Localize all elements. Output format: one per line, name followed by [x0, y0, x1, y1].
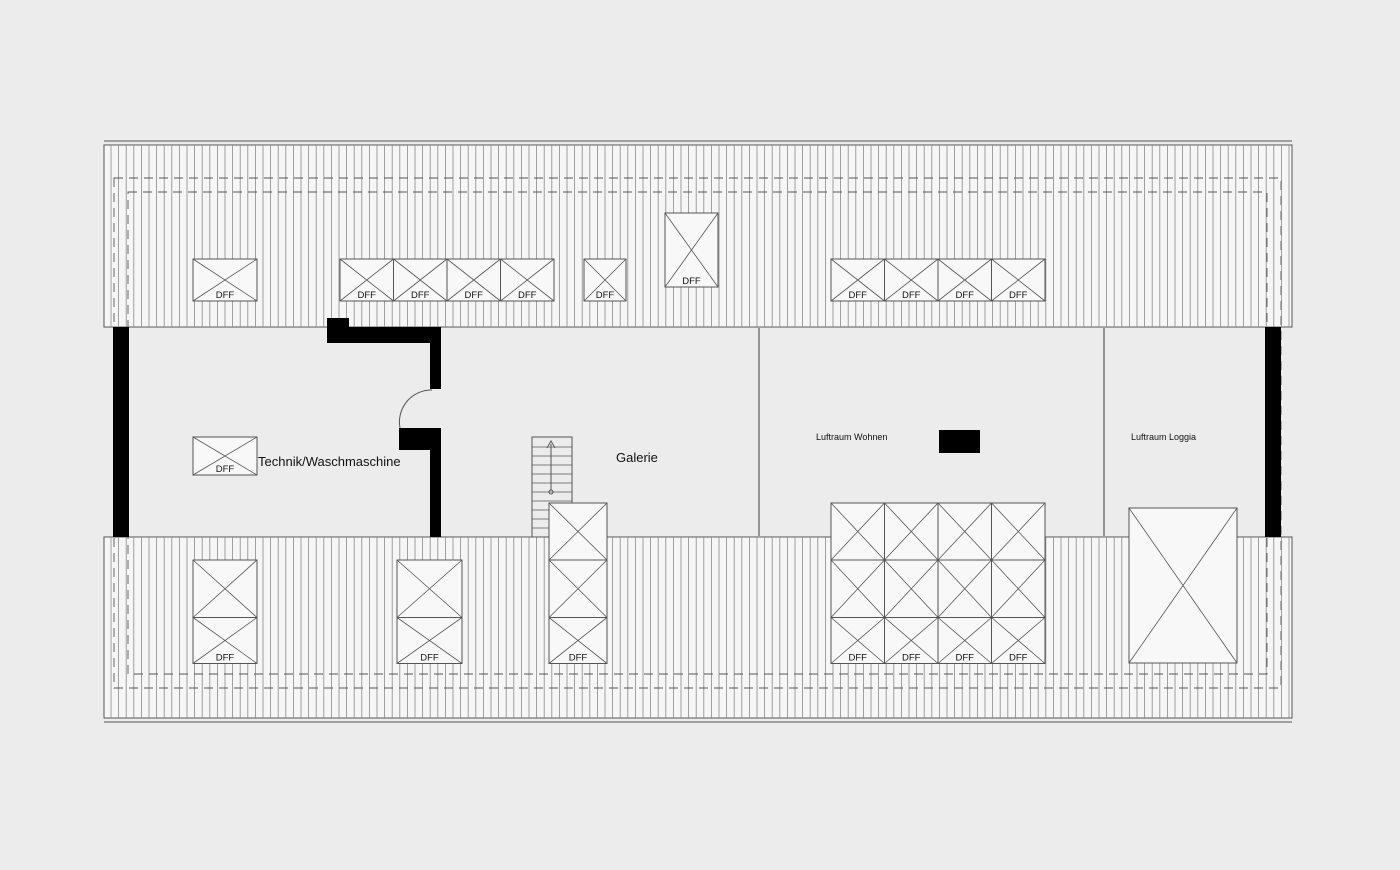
roof-window-label: DFF: [596, 290, 615, 301]
walls: [113, 318, 1281, 537]
chimney-column: [939, 430, 980, 453]
roof-window-cross: [192, 258, 258, 302]
roof-window-label: DFF: [216, 464, 235, 475]
roof-window-label: DFF: [518, 290, 537, 301]
roof-window-label: DFF: [216, 290, 235, 301]
roof-window-label: DFF: [849, 290, 868, 301]
roof-window-label: DFF: [420, 653, 439, 664]
roof-window-label: DFF: [682, 276, 701, 287]
roof-window-label: DFF: [849, 653, 868, 664]
roof-windows: DFF DFF DFF DFF DFF DFF DFF DFF DFF DFF DFF DFF DFF D…: [192, 212, 1238, 664]
roof-window-cross: [1128, 507, 1238, 664]
roof-window-cross: [830, 258, 885, 302]
roof-window-cross: [830, 559, 885, 618]
wall-chimney-stub: [327, 318, 349, 328]
roof-window-cross: [548, 502, 608, 561]
roof-window-cross: [830, 617, 885, 664]
room-labels: Technik/Waschmaschine Galerie Luftraum W…: [258, 432, 1196, 469]
roof-window-cross: [884, 502, 939, 561]
roof-window-label: DFF: [902, 290, 921, 301]
roof-window-label: DFF: [465, 290, 484, 301]
upper-roof-battens: [110, 145, 1290, 327]
roof-window-cross: [393, 258, 448, 302]
roof-window-label: DFF: [569, 653, 588, 664]
roof-window-label: DFF: [216, 653, 235, 664]
roof-window-cross: [548, 559, 608, 618]
room-label-luftraum-wohnen: Luftraum Wohnen: [816, 432, 887, 442]
roof-window-cross: [937, 502, 992, 561]
roof-window-cross: [991, 559, 1046, 618]
wall-left: [113, 327, 129, 537]
interior-floor: [122, 328, 1265, 536]
door-swing-arc: [398, 389, 433, 429]
roof-window-label: DFF: [902, 653, 921, 664]
roof-window-cross: [937, 617, 992, 664]
roof-window-cross: [937, 258, 992, 302]
roof-window-cross: [884, 617, 939, 664]
stair-start-dot: [548, 489, 554, 495]
roof-window-cross: [583, 258, 627, 302]
room-label-technik: Technik/Waschmaschine: [258, 454, 401, 469]
roof-window-cross: [500, 258, 555, 302]
roof-window-label: DFF: [956, 653, 975, 664]
roof-window-cross: [991, 258, 1046, 302]
roof-window-cross: [192, 559, 258, 618]
roof-window-cross: [548, 617, 608, 664]
roof-window-cross: [884, 258, 939, 302]
roof-window-cross: [446, 258, 501, 302]
wall-technik-lower: [430, 428, 441, 537]
roof-window-cross: [396, 617, 463, 664]
roof-window-cross: [192, 617, 258, 664]
wall-right: [1265, 327, 1281, 537]
roof-window-cross: [396, 559, 463, 618]
roof-window-cross: [192, 436, 258, 476]
roof-window-cross: [991, 502, 1046, 561]
stair-arrow: [546, 439, 556, 449]
roof-window-label: DFF: [1009, 653, 1028, 664]
roof-window-cross: [664, 212, 719, 288]
roof-window-cross: [937, 559, 992, 618]
room-label-luftraum-loggia: Luftraum Loggia: [1131, 432, 1196, 442]
roof-window-cross: [884, 559, 939, 618]
roof-window-cross: [339, 258, 394, 302]
room-label-galerie: Galerie: [616, 450, 658, 465]
attic-interior: [122, 328, 1265, 538]
wall-technik-top: [327, 327, 441, 343]
roof-window-label: DFF: [358, 290, 377, 301]
roof-window-label: DFF: [1009, 290, 1028, 301]
roof-window-cross: [991, 617, 1046, 664]
roof-window-label: DFF: [956, 290, 975, 301]
roof-window-label: DFF: [411, 290, 430, 301]
roof-window-cross: [830, 502, 885, 561]
lower-roof-section: [103, 536, 1293, 723]
wall-technik-upper: [430, 327, 441, 389]
